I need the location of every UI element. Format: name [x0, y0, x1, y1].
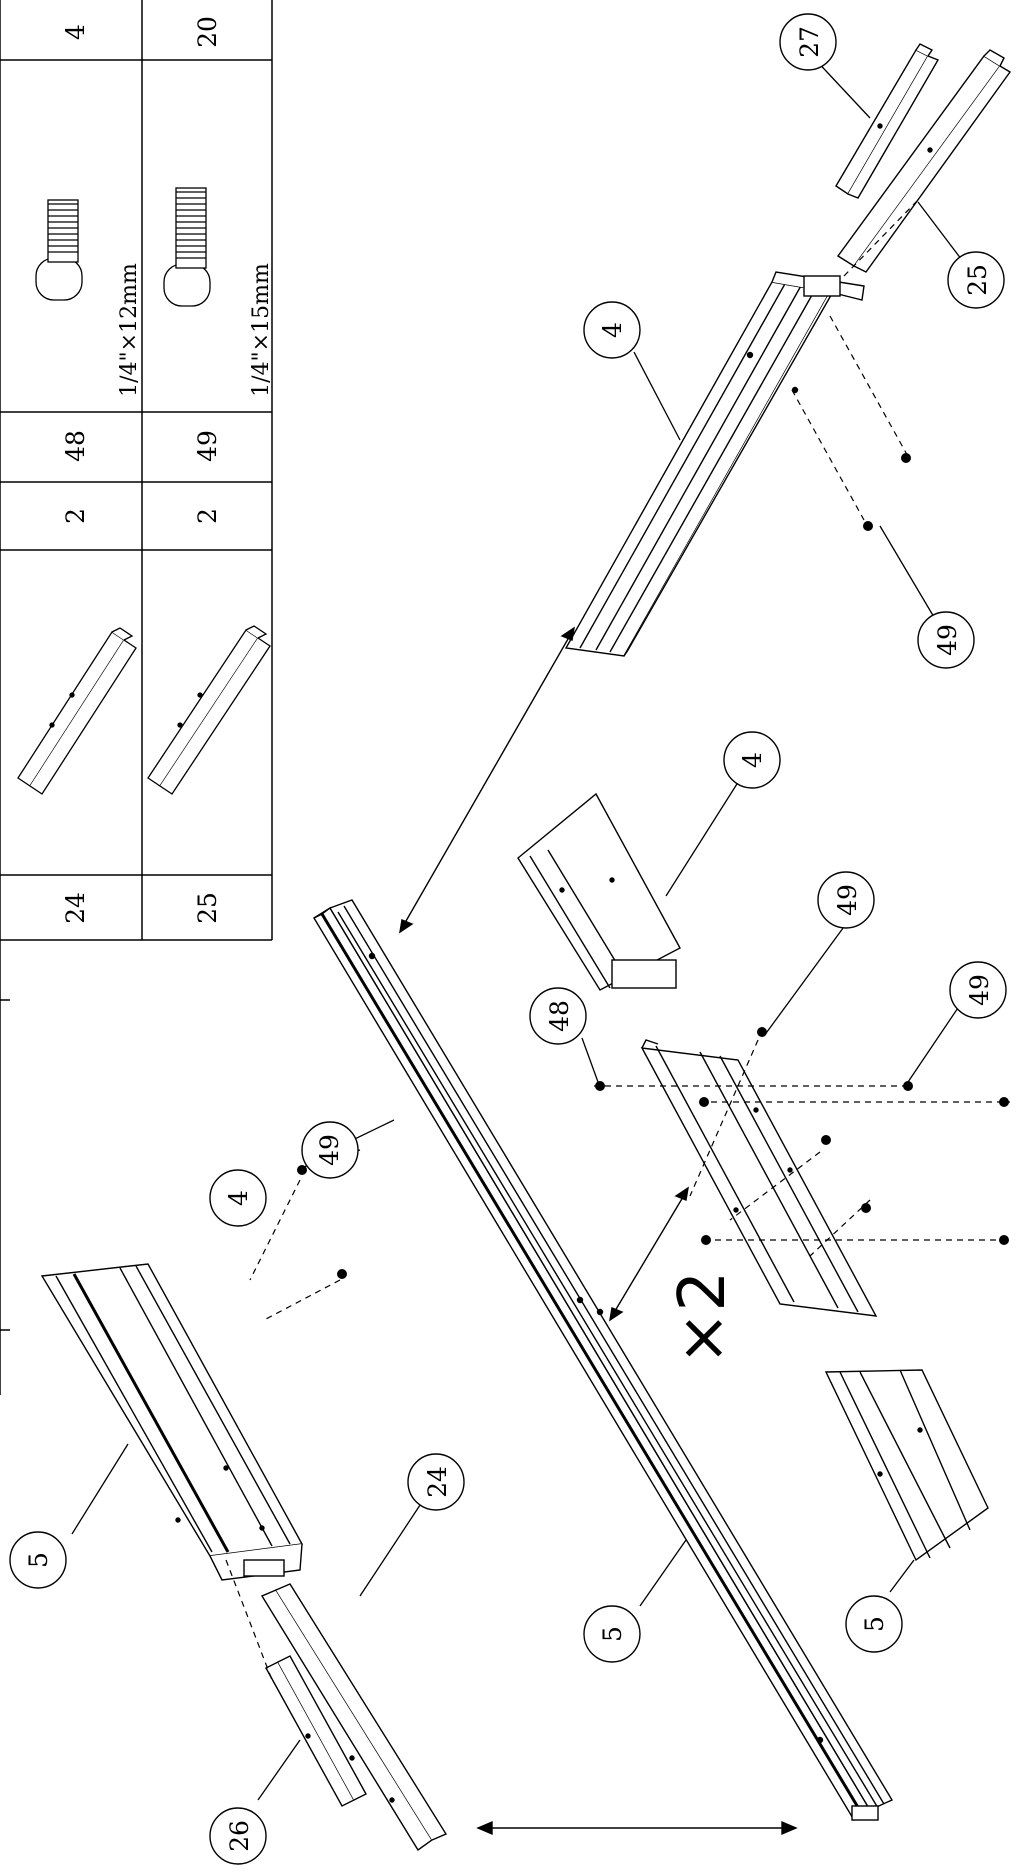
- part-id-25: 25: [193, 892, 222, 924]
- screw-48-icon: [35, 199, 83, 301]
- part-qty-24: 2: [61, 508, 90, 524]
- screw-qty-49: 20: [193, 16, 222, 48]
- multiplier-label: ×2: [666, 1271, 740, 1365]
- screw-qty-48: 4: [61, 24, 90, 40]
- beam-5-left: [40, 1263, 304, 1581]
- beam-4-top: [564, 271, 865, 657]
- callout-4-top: 4: [598, 322, 627, 338]
- callout-25: 25: [963, 264, 992, 296]
- bracket-27-top: [835, 43, 940, 199]
- callout-49-top: 49: [933, 624, 962, 656]
- screw-id-48: 48: [61, 430, 90, 462]
- callout-5-rail: 5: [598, 1626, 627, 1642]
- screw-size-48: 1/4"×12mm: [117, 263, 142, 397]
- screw-axes: [225, 199, 1010, 1681]
- callout-bubbles: [9, 13, 1007, 1865]
- screw-heads: [297, 453, 1009, 1279]
- table-row-25: 20 49 2 25 1/4"×15mm: [193, 16, 274, 924]
- screw-49-icon: [163, 187, 211, 307]
- bracket-24-bottom: [260, 1583, 448, 1852]
- detail-4: [517, 792, 681, 991]
- detail-5: [824, 1369, 989, 1562]
- callout-4-detail: 4: [738, 752, 767, 768]
- bracket-26-bottom: [265, 1655, 367, 1807]
- bracket-25-top: [836, 49, 1012, 273]
- callout-leaders: [71, 55, 975, 1801]
- callout-24: 24: [423, 1466, 452, 1498]
- parts-table: [0, 0, 273, 1395]
- callout-49-right: 49: [965, 974, 994, 1006]
- callout-5-detail: 5: [860, 1616, 889, 1632]
- bracket-25-icon: [147, 625, 271, 795]
- callout-labels: 27 25 4 49 4 49 48 49 49 4 5 24 26 5 5: [24, 26, 994, 1852]
- screw-size-49: 1/4"×15mm: [249, 263, 274, 397]
- part-qty-25: 2: [193, 508, 222, 524]
- callout-4-rail: 4: [224, 1190, 253, 1206]
- movement-arrows: [399, 626, 798, 1836]
- callout-26: 26: [225, 1820, 254, 1852]
- table-row-24: 4 48 2 24 1/4"×12mm: [61, 24, 142, 924]
- part-id-24: 24: [61, 892, 90, 924]
- screw-id-49: 49: [193, 430, 222, 462]
- callout-5-left: 5: [24, 1552, 53, 1568]
- callout-49-middle: 49: [833, 884, 862, 916]
- callout-27: 27: [795, 26, 824, 58]
- callout-48: 48: [545, 1000, 574, 1032]
- main-rail: [313, 899, 894, 1821]
- callout-49-left: 49: [315, 1134, 344, 1166]
- bracket-24-icon: [17, 627, 137, 795]
